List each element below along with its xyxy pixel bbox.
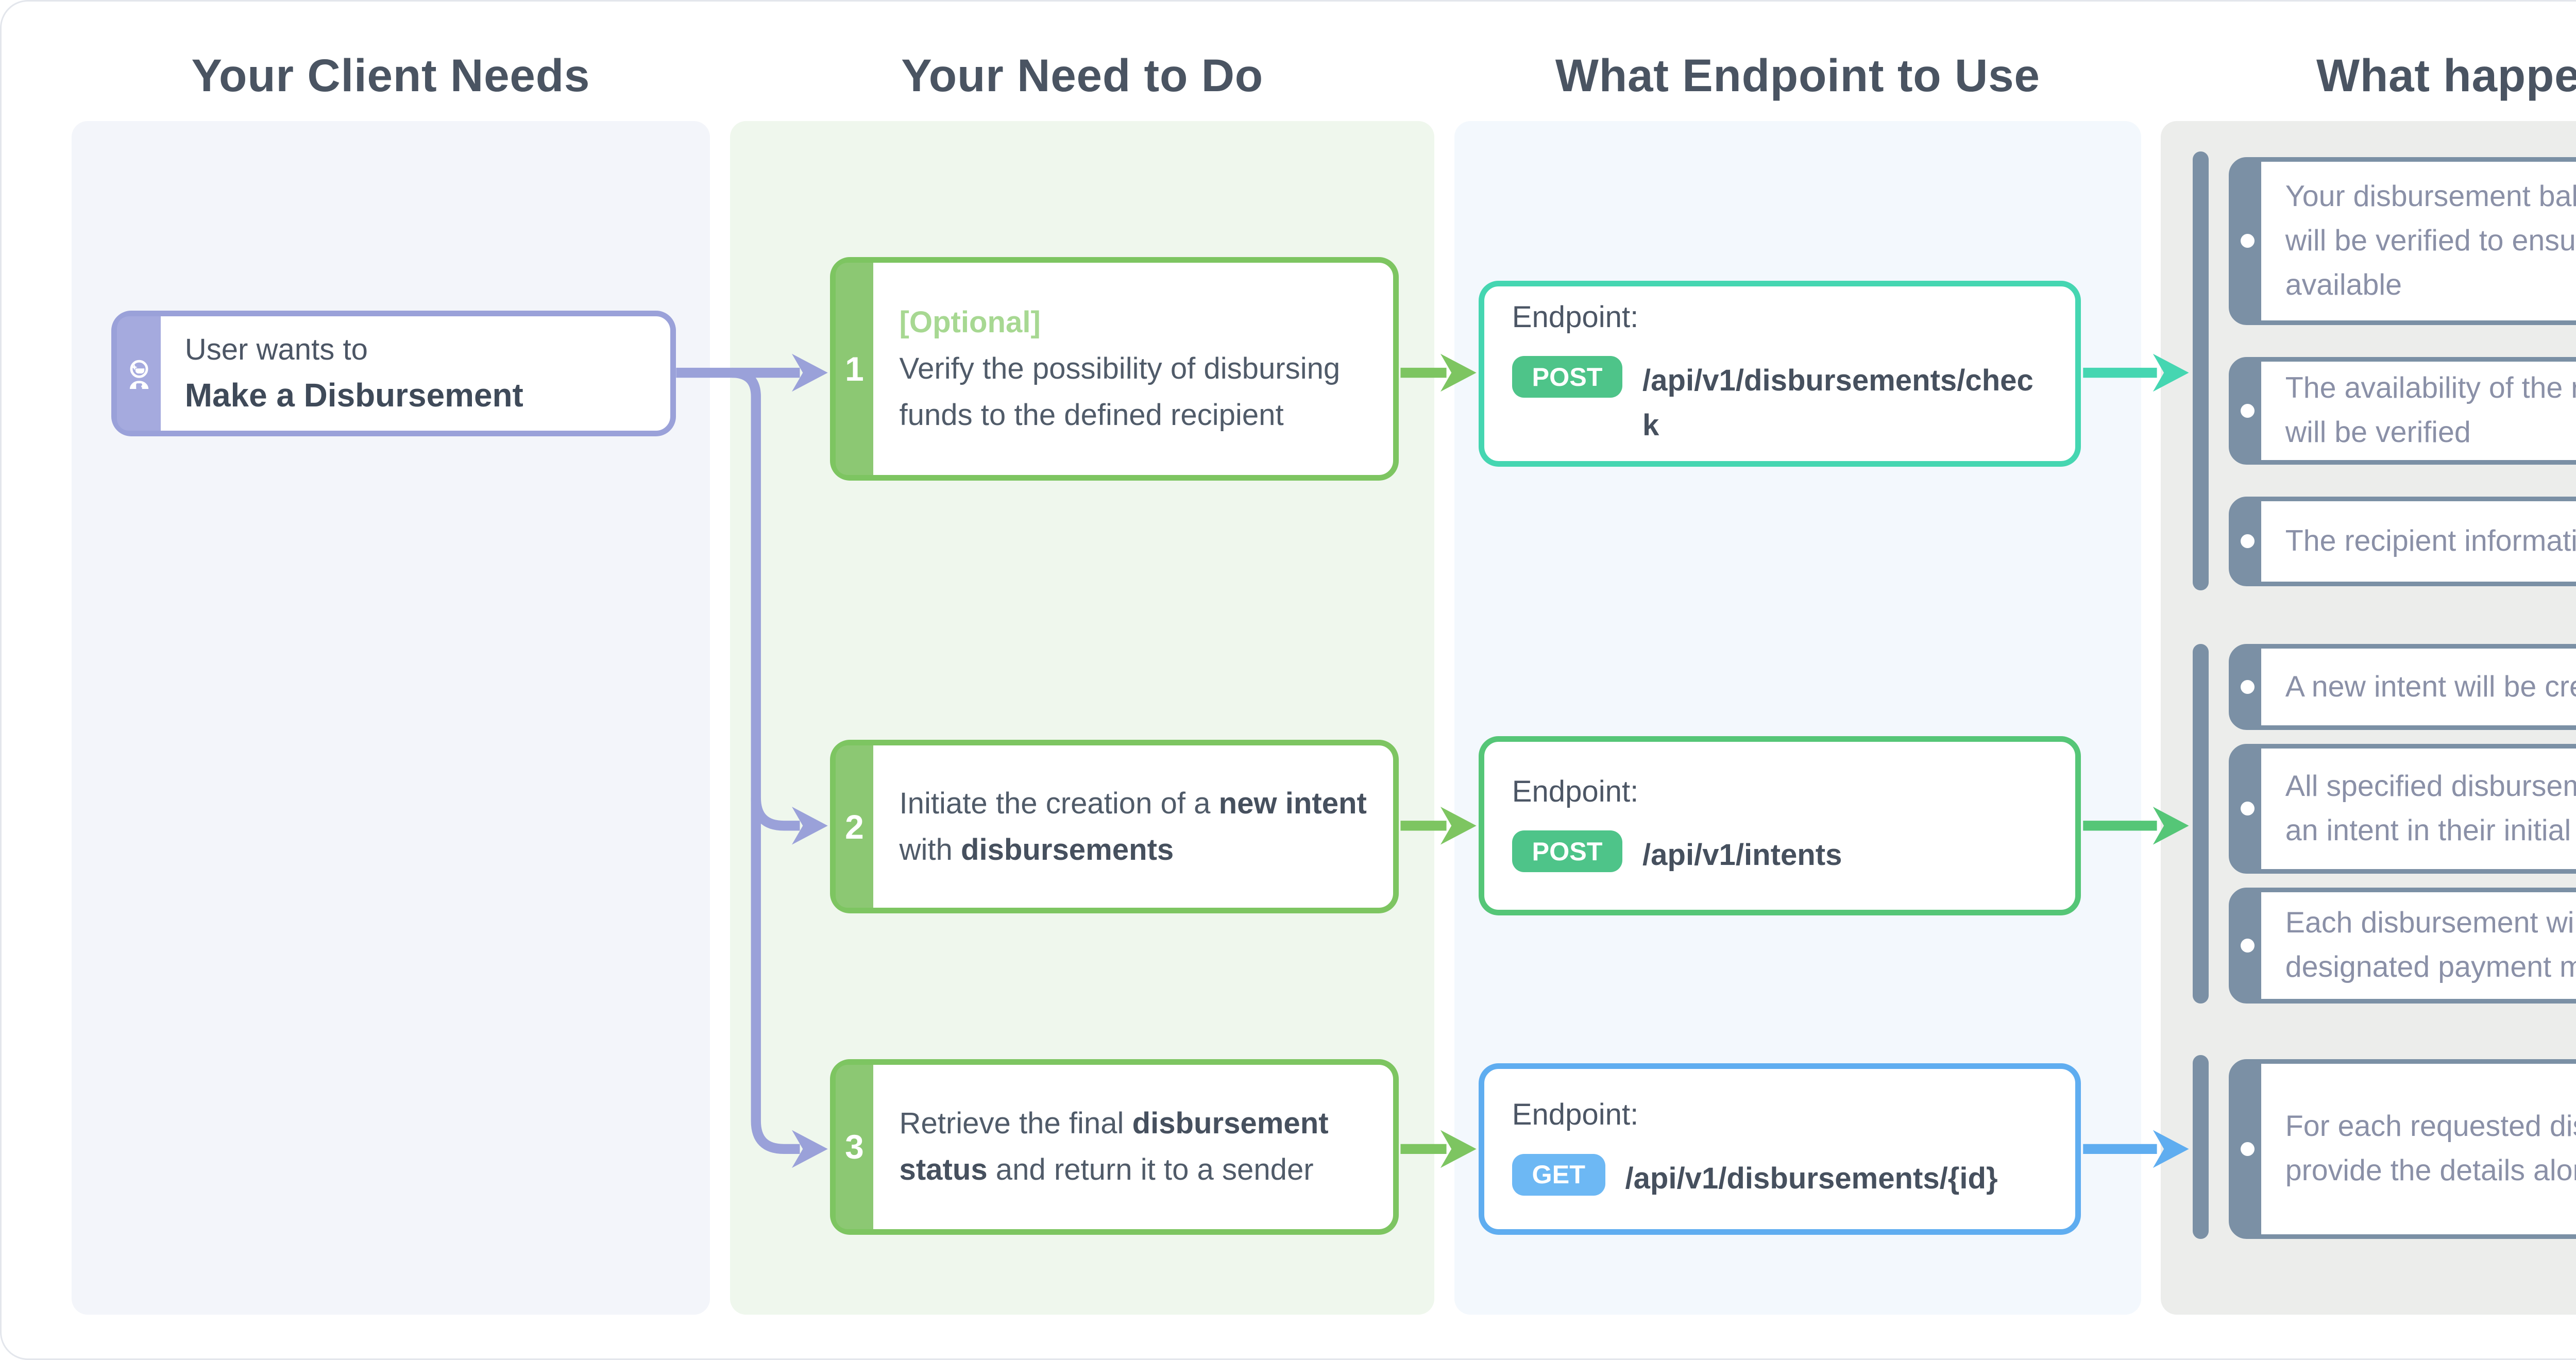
step-3-seg1: Retrieve the final: [899, 1107, 1132, 1141]
result-group-2-bar: [2193, 644, 2209, 1004]
result-box: Each disbursement will be processed thro…: [2229, 887, 2576, 1004]
result-strip: [2233, 649, 2262, 725]
result-text: All specified disbursements will be crea…: [2285, 769, 2576, 847]
result-text: The recipient information will be verifi…: [2285, 524, 2576, 557]
result-box: A new intent will be created: [2229, 644, 2576, 730]
result-box: The availability of the recipient’s paym…: [2229, 356, 2576, 465]
endpoint-1-label: Endpoint:: [1512, 300, 1639, 334]
result-box: All specified disbursements will be crea…: [2229, 744, 2576, 874]
result-group-3-bar: [2193, 1055, 2209, 1239]
bullet-dot-icon: [2240, 802, 2255, 816]
step-1-text: [Optional] Verify the possibility of dis…: [900, 299, 1369, 438]
endpoint-2-path: /api/v1/intents: [1642, 838, 1842, 872]
bullet-dot-icon: [2240, 680, 2255, 694]
column-client-needs: [71, 121, 710, 1315]
step-2-box: 2 Initiate the creation of a new intent …: [829, 740, 1399, 914]
result-box: Your disbursement balance on the 8B plat…: [2229, 157, 2576, 325]
step-1-number: 1: [835, 262, 874, 475]
endpoint-1-box: Endpoint: POST /api/v1/disbursements/che…: [1478, 281, 2081, 467]
step-2-text: Initiate the creation of a new intent wi…: [900, 780, 1369, 873]
endpoint-3-label: Endpoint:: [1512, 1098, 1639, 1132]
header-endpoint: What Endpoint to Use: [1555, 49, 2040, 101]
result-strip: [2233, 749, 2262, 869]
client-need-line2: Make a Disbursement: [184, 377, 523, 414]
step-2-seg2: new intent: [1218, 786, 1367, 820]
endpoint-2-label: Endpoint:: [1512, 774, 1639, 808]
get-badge: GET: [1512, 1153, 1605, 1196]
post-badge: POST: [1512, 830, 1623, 873]
result-strip: [2233, 892, 2262, 999]
endpoint-3-box: Endpoint: GET /api/v1/disbursements/{id}: [1478, 1063, 2081, 1235]
endpoint-1-row: POST /api/v1/disbursements/check: [1512, 356, 2047, 448]
bullet-dot-icon: [2240, 1142, 2255, 1156]
endpoint-1-path: /api/v1/disbursements/check: [1642, 364, 2033, 443]
step-1-description: Verify the possibility of disbursing fun…: [899, 351, 1341, 432]
step-3-text: Retrieve the final disbursement status a…: [900, 1100, 1369, 1193]
post-badge: POST: [1512, 356, 1623, 398]
bullet-dot-icon: [2240, 534, 2255, 549]
step-3-seg3: and return it to a sender: [987, 1153, 1314, 1187]
client-need-line1: User wants to: [184, 332, 368, 366]
step-2-seg1: Initiate the creation of a: [899, 786, 1219, 820]
bullet-dot-icon: [2240, 938, 2255, 953]
step-2-seg4: disbursements: [960, 832, 1174, 866]
result-strip: [2233, 162, 2262, 320]
header-our-side: What happens on our side: [2316, 49, 2576, 101]
header-need-to-do: Your Need to Do: [901, 49, 1263, 101]
client-box-strip: [117, 316, 161, 431]
client-need-box: User wants to Make a Disbursement: [111, 311, 676, 437]
result-text: A new intent will be created: [2285, 670, 2576, 703]
step-3-seg2: disbursement status: [899, 1107, 1329, 1187]
result-text: The availability of the recipient’s paym…: [2285, 371, 2576, 449]
endpoint-2-row: POST /api/v1/intents: [1512, 830, 2047, 877]
astronaut-user-icon: [129, 360, 148, 389]
step-3-box: 3 Retrieve the final disbursement status…: [829, 1059, 1399, 1235]
bullet-dot-icon: [2240, 234, 2255, 248]
result-strip: [2233, 361, 2262, 460]
result-box: For each requested disbursement, we will…: [2229, 1059, 2576, 1239]
result-box: The recipient information will be verifi…: [2229, 496, 2576, 586]
endpoint-3-row: GET /api/v1/disbursements/{id}: [1512, 1153, 2047, 1201]
endpoint-2-box: Endpoint: POST /api/v1/intents: [1478, 736, 2081, 916]
result-group-1-bar: [2193, 151, 2209, 590]
step-3-number: 3: [835, 1065, 874, 1229]
result-strip: [2233, 501, 2262, 582]
step-1-box: 1 [Optional] Verify the possibility of d…: [829, 257, 1399, 481]
result-text: Each disbursement will be processed thro…: [2285, 906, 2576, 984]
optional-label: [Optional]: [899, 305, 1041, 339]
endpoint-3-path: /api/v1/disbursements/{id}: [1625, 1161, 1998, 1195]
bullet-dot-icon: [2240, 403, 2255, 418]
result-text: Your disbursement balance on the 8B plat…: [2285, 179, 2576, 301]
step-2-number: 2: [835, 745, 874, 908]
result-text: For each requested disbursement, we will…: [2285, 1110, 2576, 1187]
result-strip: [2233, 1064, 2262, 1234]
header-client-needs: Your Client Needs: [191, 49, 590, 101]
step-2-seg3: with: [899, 832, 961, 866]
